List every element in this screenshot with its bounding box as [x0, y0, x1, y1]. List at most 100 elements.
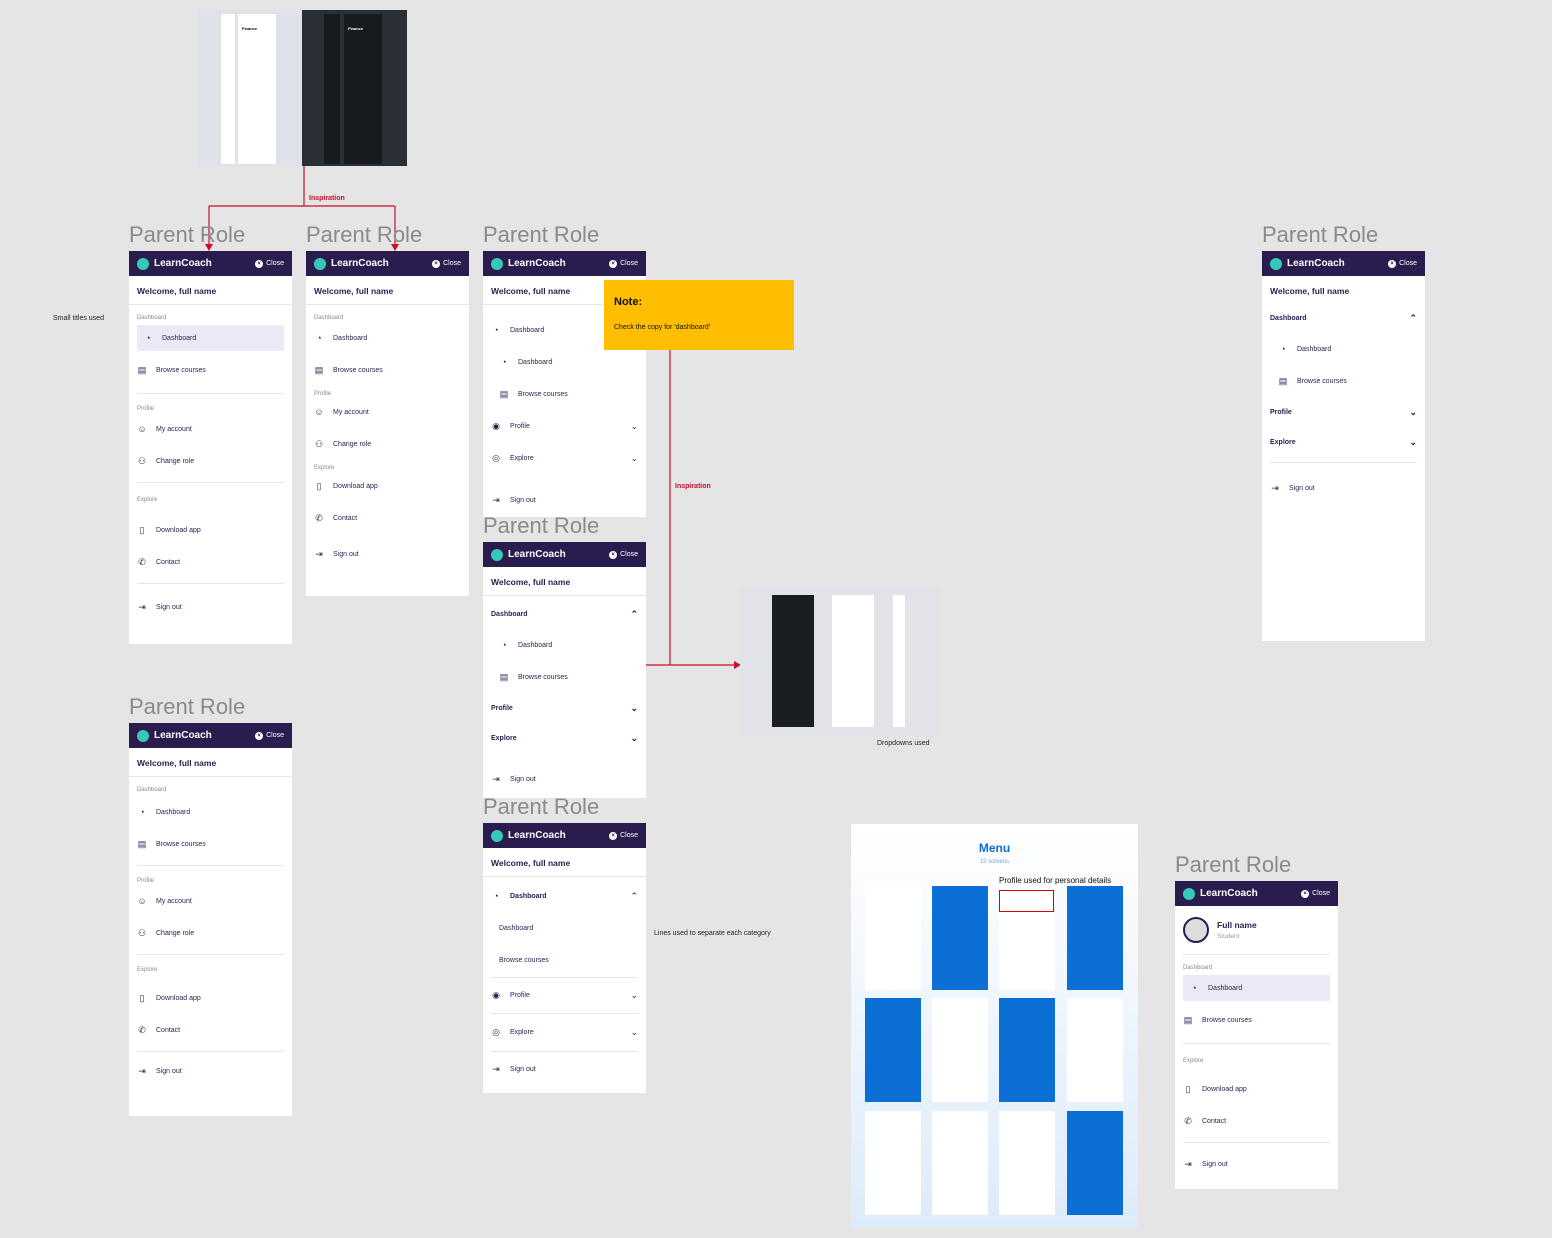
user-icon: ☺	[314, 407, 324, 417]
section-explore: Explore	[314, 465, 335, 471]
dropdown-explore[interactable]: ◎Explore⌄	[492, 1026, 638, 1037]
nav-item-profile[interactable]: ◉Profile⌄	[492, 420, 638, 431]
close-icon: ×	[432, 259, 441, 268]
close-button[interactable]: ×Close	[255, 259, 284, 268]
close-icon: ×	[1301, 889, 1310, 898]
nav-item-dashboard[interactable]: ◔Dashboard	[483, 632, 646, 658]
logo-icon	[1183, 887, 1195, 900]
dropdown-explore[interactable]: Explore⌄	[491, 732, 638, 743]
nav-item-browse-courses[interactable]: ▤Browse courses	[1278, 375, 1347, 386]
book-icon: ▤	[137, 838, 147, 849]
close-button[interactable]: ×Close	[432, 259, 461, 268]
nav-item-sign-out[interactable]: ⇥Sign out	[492, 494, 536, 505]
gauge-icon: ◔	[316, 333, 322, 343]
nav-item-browse-courses[interactable]: ▤Browse courses	[499, 671, 568, 682]
nav-item-browse-courses[interactable]: ▤Browse courses	[1183, 1014, 1252, 1025]
nav-item-dashboard[interactable]: ◔Dashboard	[483, 349, 646, 375]
frame-title: Parent Role	[483, 513, 600, 538]
close-button[interactable]: ×Close	[1388, 259, 1417, 268]
gauge-icon: ◔	[145, 333, 151, 343]
close-button[interactable]: ×Close	[255, 731, 284, 740]
user-circle-icon: ◉	[492, 420, 500, 431]
close-icon: ×	[255, 731, 264, 740]
nav-item-download-app[interactable]: ▯Download app	[1175, 1076, 1338, 1102]
close-icon: ×	[609, 259, 618, 268]
logo-icon	[1270, 257, 1282, 270]
profile-card[interactable]: Full name Student	[1175, 906, 1338, 954]
chevron-up-icon: ⌃	[1409, 312, 1417, 323]
menu-subtitle: 15 screens	[979, 859, 1010, 865]
sign-out-icon: ⇥	[1271, 482, 1279, 493]
nav-item-my-account[interactable]: ☺My account	[137, 424, 192, 434]
nav-item-browse-courses[interactable]: ▤Browse courses	[499, 388, 568, 399]
dropdown-explore[interactable]: Explore⌄	[1270, 436, 1417, 447]
nav-item-sign-out[interactable]: ⇥Sign out	[138, 1065, 182, 1076]
nav-item-contact[interactable]: ✆Contact	[138, 1024, 181, 1035]
dropdown-profile[interactable]: ◉Profile⌄	[492, 989, 638, 1000]
close-button[interactable]: ×Close	[609, 550, 638, 559]
switch-user-icon: ⚇	[137, 455, 147, 466]
nav-item-dashboard[interactable]: ◔Dashboard	[137, 325, 284, 351]
nav-item-download-app[interactable]: ▯Download app	[129, 517, 292, 543]
close-button[interactable]: ×Close	[609, 259, 638, 268]
section-profile: Profile	[314, 391, 332, 397]
gauge-icon: ◔	[493, 891, 499, 901]
nav-item-sign-out[interactable]: ⇥Sign out	[315, 548, 359, 559]
nav-item-dashboard[interactable]: ◔Dashboard	[129, 799, 292, 825]
sign-out-icon: ⇥	[315, 548, 323, 559]
nav-item-browse-courses[interactable]: Browse courses	[499, 956, 549, 964]
close-button[interactable]: ×Close	[609, 831, 638, 840]
menu-title: Menu	[978, 841, 1011, 855]
nav-item-dashboard[interactable]: Dashboard	[499, 924, 534, 932]
nav-drawer: LearnCoach×Close Welcome, full name ◔Das…	[483, 823, 646, 1093]
nav-item-sign-out[interactable]: ⇥Sign out	[492, 1063, 536, 1074]
nav-item-dashboard-group[interactable]: ◔Dashboard	[483, 317, 646, 343]
frame-title: Parent Role	[129, 222, 246, 247]
compass-icon: ◎	[492, 1026, 500, 1037]
nav-item-sign-out[interactable]: ⇥Sign out	[492, 773, 536, 784]
sign-out-icon: ⇥	[138, 1065, 146, 1076]
profile-role: Student	[1217, 933, 1240, 940]
call-icon: ✆	[138, 556, 146, 567]
nav-item-download-app[interactable]: ▯Download app	[129, 985, 292, 1011]
nav-item-browse-courses[interactable]: ▤Browse courses	[137, 364, 206, 375]
nav-item-change-role[interactable]: ⚇Change role	[137, 455, 195, 466]
nav-item-my-account[interactable]: ☺My account	[314, 407, 369, 417]
nav-item-download-app[interactable]: ▯Download app	[306, 473, 469, 499]
dropdown-dashboard[interactable]: ◔Dashboard⌃	[483, 883, 646, 909]
logo-icon	[137, 729, 149, 742]
nav-item-sign-out[interactable]: ⇥Sign out	[1184, 1158, 1228, 1169]
nav-drawer: LearnCoach×Close Full name Student Dashb…	[1175, 881, 1338, 1189]
call-icon: ✆	[138, 1024, 146, 1035]
brand-name: LearnCoach	[508, 549, 566, 560]
phone-icon: ▯	[139, 524, 145, 535]
nav-item-browse-courses[interactable]: ▤Browse courses	[137, 838, 206, 849]
nav-item-contact[interactable]: ✆Contact	[138, 556, 181, 567]
dropdown-dashboard[interactable]: Dashboard⌃	[491, 608, 638, 619]
dropdown-profile[interactable]: Profile⌄	[491, 702, 638, 713]
book-icon: ▤	[499, 388, 509, 399]
nav-item-sign-out[interactable]: ⇥Sign out	[1271, 482, 1315, 493]
dropdown-dashboard[interactable]: Dashboard⌃	[1270, 312, 1417, 323]
nav-item-dashboard[interactable]: ◔Dashboard	[1262, 336, 1425, 362]
sign-out-icon: ⇥	[492, 773, 500, 784]
section-explore: Explore	[1183, 1058, 1204, 1064]
nav-item-my-account[interactable]: ☺My account	[137, 896, 192, 906]
book-icon: ▤	[1183, 1014, 1193, 1025]
close-button[interactable]: ×Close	[1301, 889, 1330, 898]
nav-item-change-role[interactable]: ⚇Change role	[314, 438, 372, 449]
nav-item-explore[interactable]: ◎Explore⌄	[492, 452, 638, 463]
nav-item-sign-out[interactable]: ⇥Sign out	[138, 601, 182, 612]
welcome-text: Welcome, full name	[483, 848, 646, 877]
close-icon: ×	[1388, 259, 1397, 268]
nav-item-change-role[interactable]: ⚇Change role	[137, 927, 195, 938]
chevron-up-icon: ⌃	[630, 890, 638, 901]
nav-item-contact[interactable]: ✆Contact	[1184, 1115, 1227, 1126]
nav-item-dashboard[interactable]: ◔Dashboard	[306, 325, 469, 351]
dropdown-profile[interactable]: Profile⌄	[1270, 406, 1417, 417]
logo-icon	[137, 257, 149, 270]
nav-item-dashboard[interactable]: ◔Dashboard	[1183, 975, 1330, 1001]
small-titles-annotation: Small titles used	[53, 315, 104, 322]
nav-item-browse-courses[interactable]: ▤Browse courses	[314, 364, 383, 375]
nav-item-contact[interactable]: ✆Contact	[315, 512, 358, 523]
